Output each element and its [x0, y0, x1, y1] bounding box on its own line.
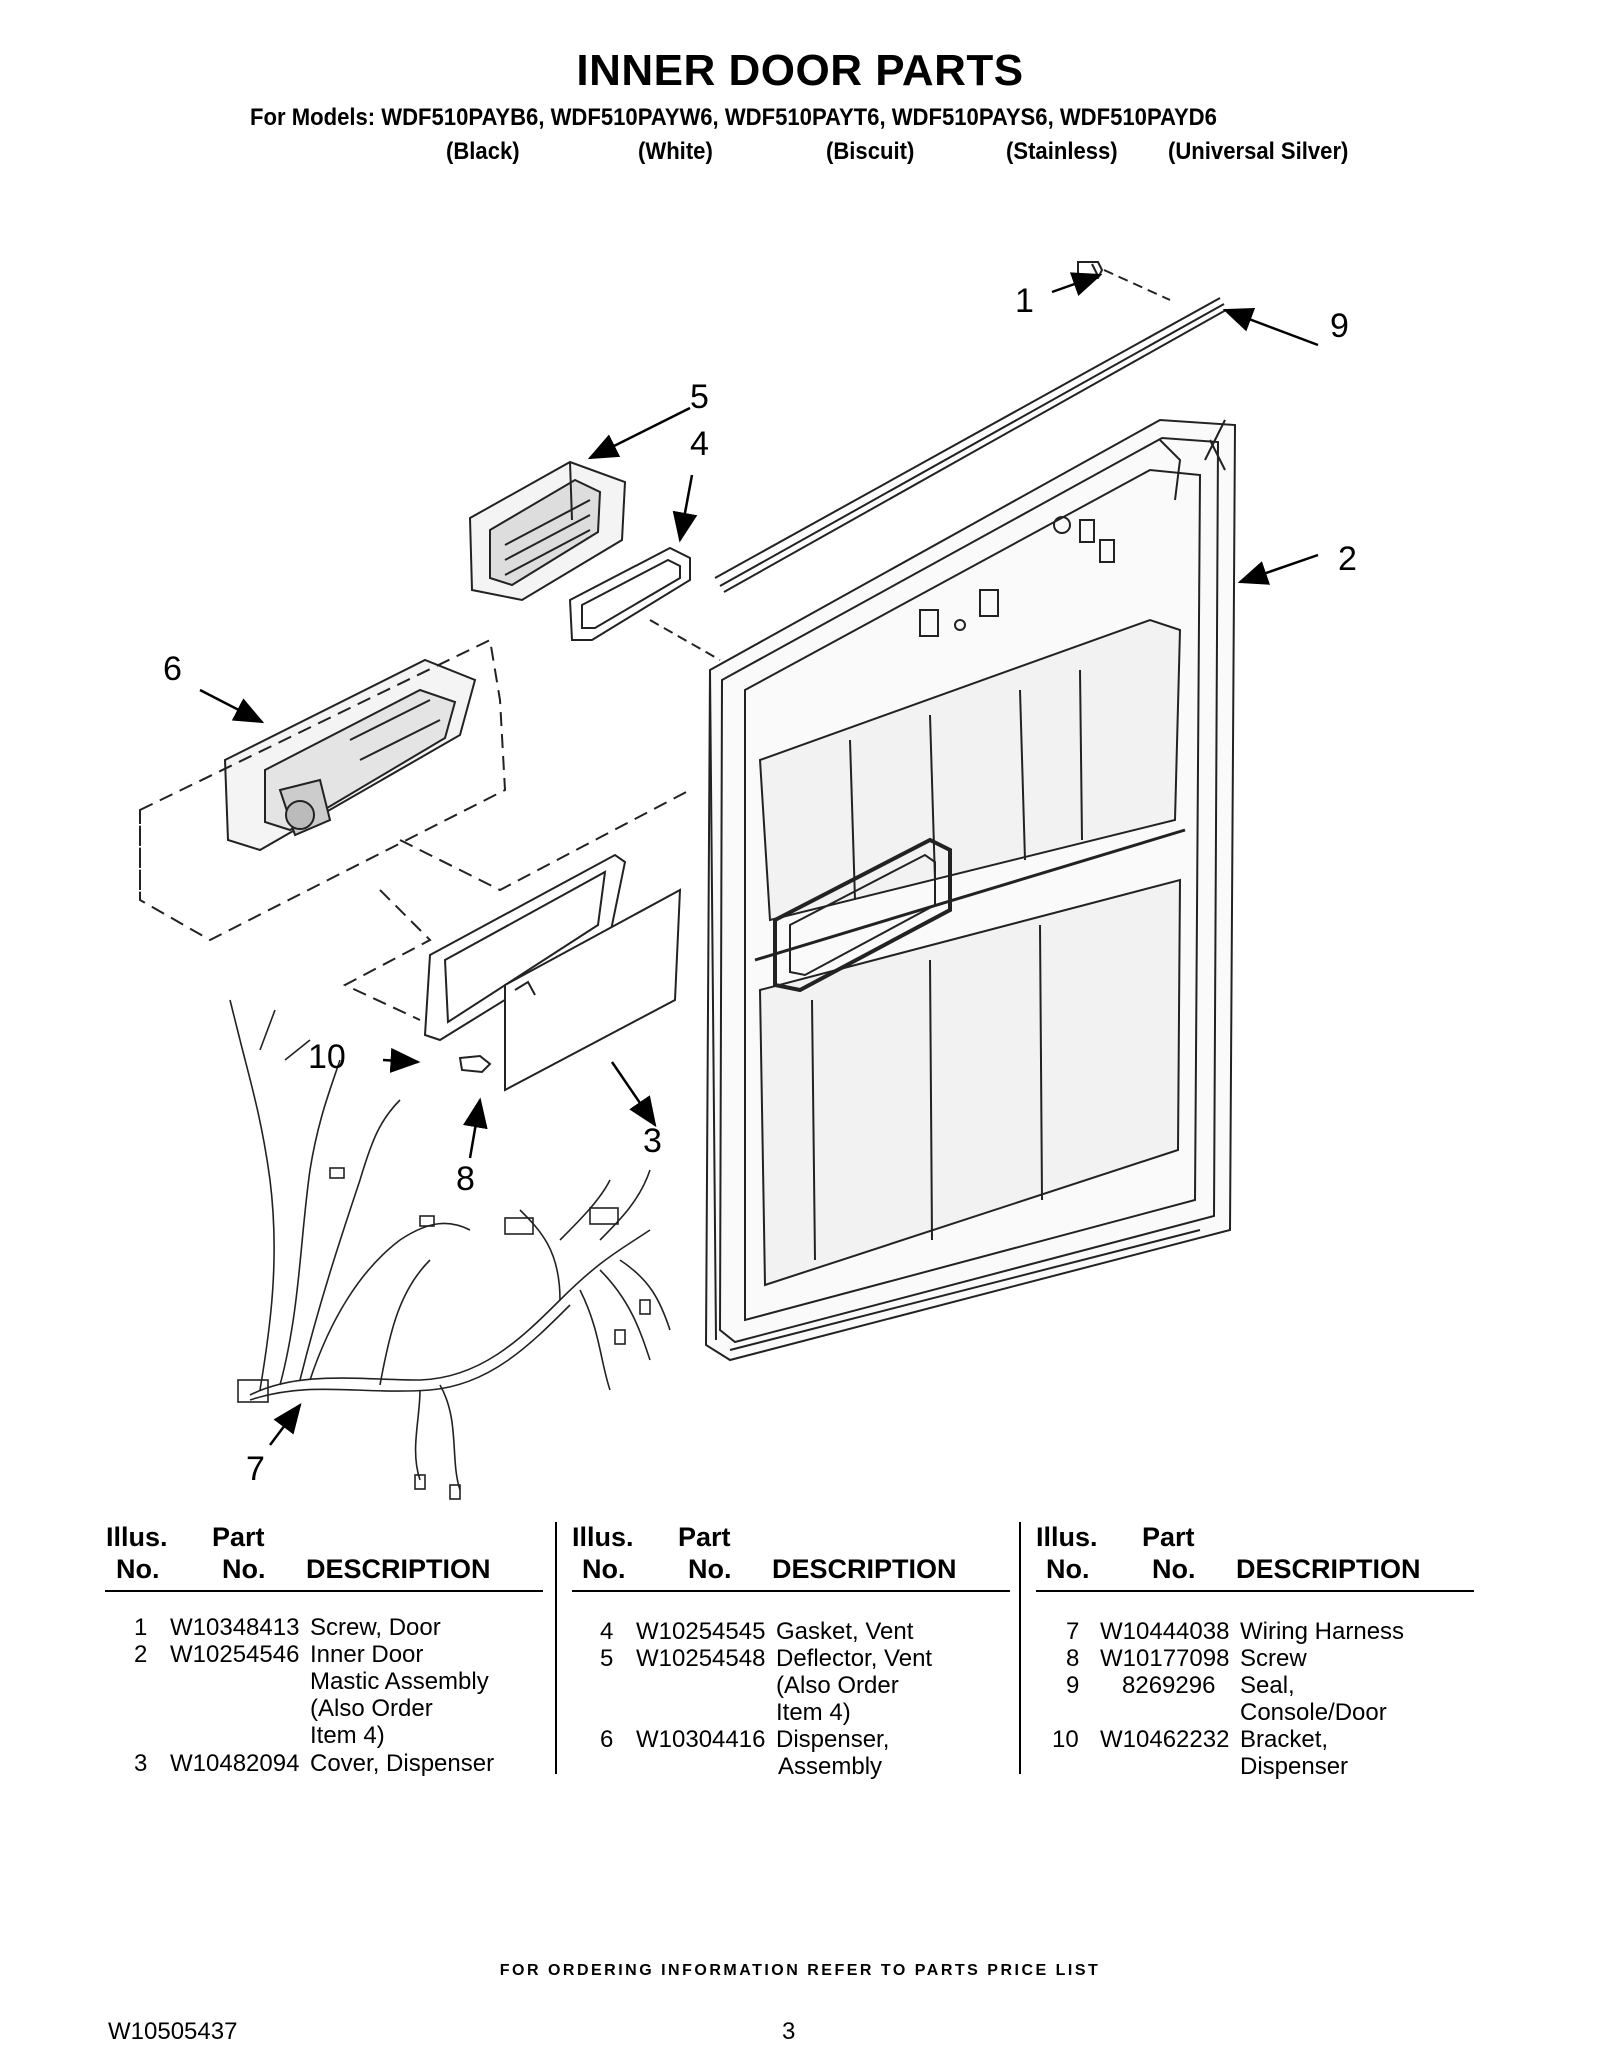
callout-10: 10 [308, 1038, 346, 1076]
row-part: W10304416 [636, 1726, 766, 1753]
row-part: W10254545 [636, 1618, 766, 1645]
vent-deflector [468, 460, 627, 602]
document-number: W10505437 [108, 2018, 238, 2045]
row-desc: Screw, Door [310, 1614, 441, 1641]
header-part: Part [1142, 1522, 1195, 1552]
header-part: Part [212, 1522, 265, 1552]
header-illus: Illus. [1036, 1522, 1098, 1552]
color-black: (Black) [446, 138, 520, 165]
header-illus: Illus. [572, 1522, 634, 1552]
callout-2: 2 [1338, 540, 1357, 578]
page-title: INNER DOOR PARTS [576, 46, 1024, 95]
row-desc: Inner Door [310, 1641, 424, 1668]
row-part: W10462232 [1100, 1726, 1230, 1753]
color-stainless: (Stainless) [1006, 138, 1118, 165]
row-part: W10254548 [636, 1645, 766, 1672]
dispenser-assembly [223, 658, 477, 852]
row-illus: 9 [1066, 1672, 1080, 1699]
ordering-note: FOR ORDERING INFORMATION REFER TO PARTS … [499, 1962, 1101, 1979]
row-desc: Wiring Harness [1240, 1618, 1405, 1645]
row-desc: Mastic Assembly [310, 1668, 489, 1695]
callout-5: 5 [690, 378, 709, 416]
row-part: W10348413 [170, 1614, 300, 1641]
header-rule [1036, 1590, 1474, 1592]
header-part-no: No. [1152, 1554, 1196, 1584]
row-illus: 8 [1066, 1645, 1080, 1672]
callout-7: 7 [246, 1450, 265, 1488]
header-illus: Illus. [106, 1522, 168, 1552]
row-illus: 7 [1066, 1618, 1080, 1645]
row-desc: Dispenser, [776, 1726, 890, 1753]
door-screw [1077, 261, 1171, 301]
page-number: 3 [782, 2018, 796, 2045]
row-illus: 10 [1052, 1726, 1079, 1753]
dispenser-dashed-outline [139, 638, 507, 942]
row-desc: Deflector, Vent [776, 1645, 933, 1672]
column-divider [555, 1522, 557, 1774]
row-illus: 2 [134, 1641, 148, 1668]
wiring-harness [229, 999, 671, 1500]
exploded-diagram [139, 261, 1319, 1500]
row-desc: Assembly [778, 1753, 883, 1780]
dispenser-cover [504, 888, 682, 1092]
column-divider [1019, 1522, 1021, 1774]
vent-gasket [568, 546, 721, 661]
inner-door-panel [704, 418, 1237, 1362]
header-part-no: No. [222, 1554, 266, 1584]
header-rule [572, 1590, 1010, 1592]
models-line: For Models: WDF510PAYB6, WDF510PAYW6, WD… [250, 104, 1217, 131]
color-white: (White) [638, 138, 713, 165]
row-desc: (Also Order [776, 1672, 899, 1699]
callout-3: 3 [643, 1122, 662, 1160]
color-universal-silver: (Universal Silver) [1168, 138, 1349, 165]
header-description: DESCRIPTION [1236, 1554, 1421, 1584]
row-illus: 6 [600, 1726, 614, 1753]
callout-6: 6 [163, 650, 182, 688]
callout-1: 1 [1015, 282, 1034, 320]
row-desc: Dispenser [1240, 1753, 1349, 1780]
callout-4: 4 [690, 425, 709, 463]
row-desc: Gasket, Vent [776, 1618, 914, 1645]
row-part: W10482094 [170, 1750, 300, 1777]
row-illus: 4 [600, 1618, 614, 1645]
row-desc: Bracket, [1240, 1726, 1329, 1753]
row-part: 8269296 [1122, 1672, 1216, 1699]
row-desc: Item 4) [310, 1722, 385, 1749]
row-desc: Screw [1240, 1645, 1307, 1672]
bracket-screw [458, 1054, 492, 1074]
row-desc: Seal, [1240, 1672, 1295, 1699]
callout-9: 9 [1330, 307, 1349, 345]
row-part: W10444038 [1100, 1618, 1230, 1645]
header-illus-no: No. [116, 1554, 160, 1584]
header-illus-no: No. [582, 1554, 626, 1584]
row-illus: 5 [600, 1645, 614, 1672]
header-illus-no: No. [1046, 1554, 1090, 1584]
header-part: Part [678, 1522, 731, 1552]
row-desc: Console/Door [1240, 1699, 1387, 1726]
row-desc: Item 4) [776, 1699, 851, 1726]
header-part-no: No. [688, 1554, 732, 1584]
row-part: W10177098 [1100, 1645, 1230, 1672]
row-illus: 3 [134, 1750, 148, 1777]
header-description: DESCRIPTION [772, 1554, 957, 1584]
row-desc: Cover, Dispenser [310, 1750, 495, 1777]
color-biscuit: (Biscuit) [826, 138, 915, 165]
seal-strip [714, 297, 1227, 593]
row-desc: (Also Order [310, 1695, 433, 1722]
row-part: W10254546 [170, 1641, 300, 1668]
header-description: DESCRIPTION [306, 1554, 491, 1584]
row-illus: 1 [134, 1614, 148, 1641]
header-rule [105, 1590, 543, 1592]
callout-8: 8 [456, 1160, 475, 1198]
